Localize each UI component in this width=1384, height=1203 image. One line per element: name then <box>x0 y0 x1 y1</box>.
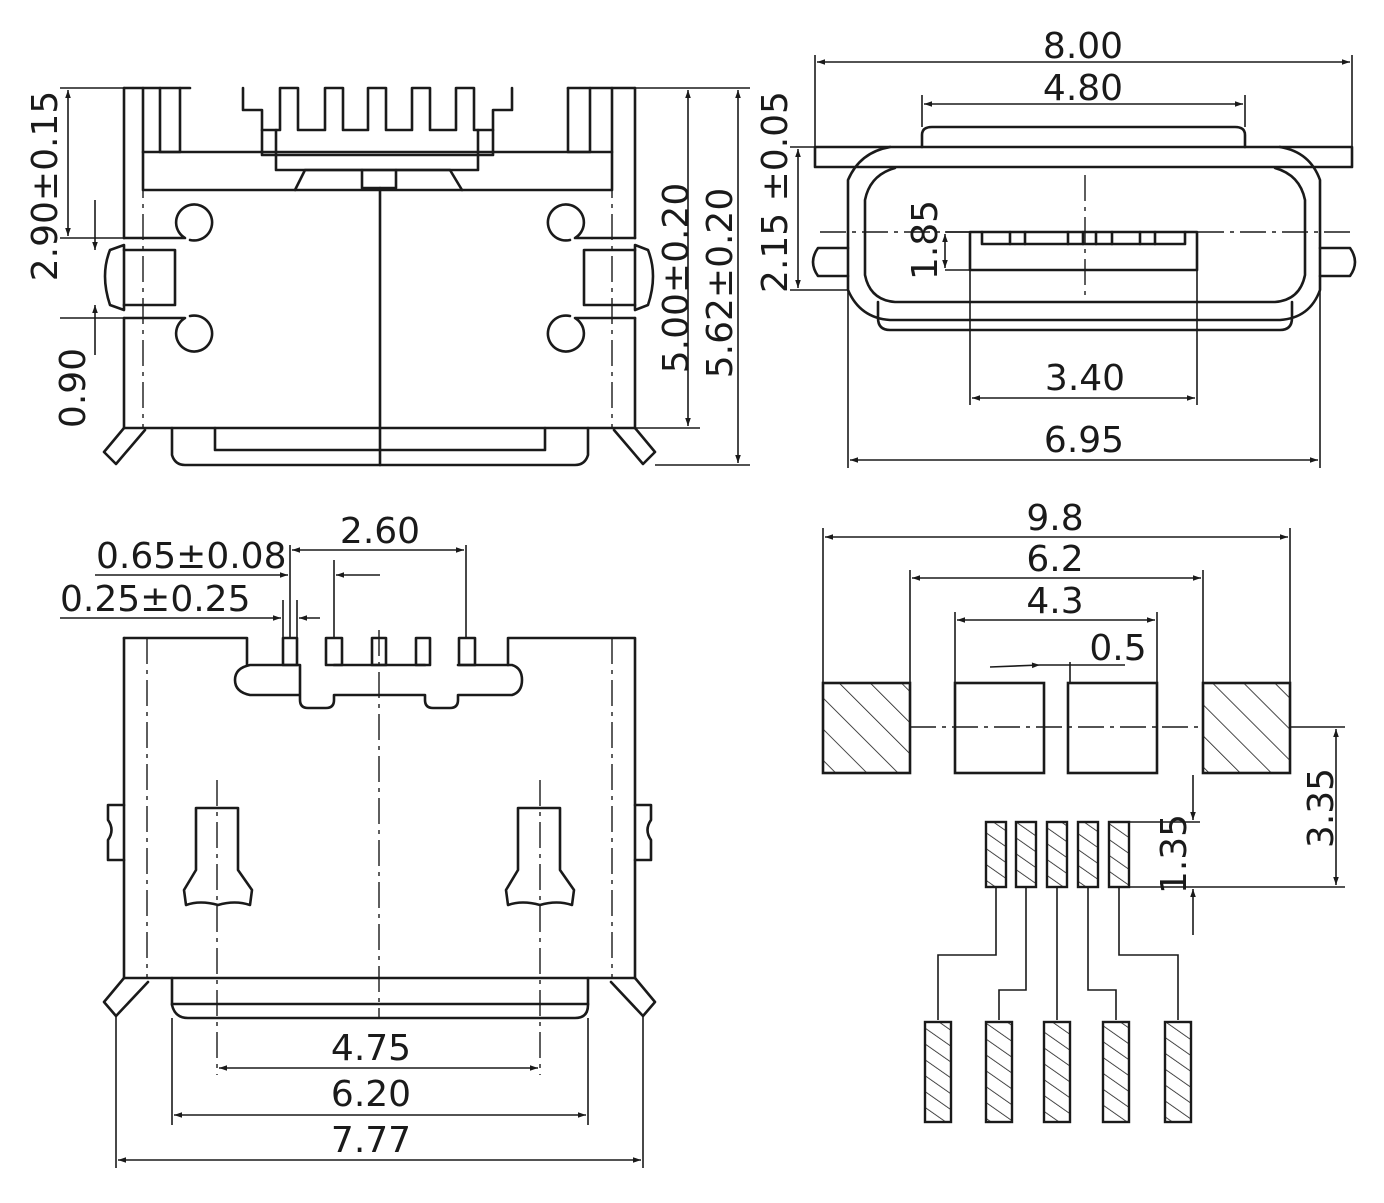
side-pins <box>241 86 514 467</box>
footprint-view: 9.8 6.2 4.3 0.5 3.35 1.35 <box>821 498 1345 1124</box>
side-dimensions: 2.90±0.15 0.90 5.00±0.20 5.62±0.20 <box>25 87 750 466</box>
dim-flange-width: 8.00 <box>1043 26 1123 67</box>
dim-footprint-pad-offset: 3.35 <box>1301 768 1342 848</box>
footprint-pads <box>821 681 1345 775</box>
footprint-dimensions: 9.8 6.2 4.3 0.5 3.35 1.35 <box>822 498 1345 935</box>
top-pegs <box>182 806 576 907</box>
top-centerlines <box>146 630 613 1075</box>
dim-peg-span: 4.75 <box>331 1028 411 1069</box>
dim-height: 5.00±0.20 <box>656 183 697 373</box>
dim-footprint-gap: 0.5 <box>1089 628 1146 669</box>
side-bottom <box>102 426 657 467</box>
footprint-pin-callouts <box>923 1020 1193 1124</box>
dim-front-width: 6.20 <box>331 1074 411 1115</box>
dim-pin-span: 2.60 <box>340 511 420 552</box>
dim-pin-width: 0.65±0.08 <box>96 536 286 577</box>
dim-opening-width: 3.40 <box>1045 358 1125 399</box>
dim-tab-height: 2.90±0.15 <box>25 91 66 281</box>
front-view: 8.00 4.80 2.15 ±0.05 1.85 3.40 6.95 <box>755 26 1357 468</box>
dim-tab-width: 0.90 <box>53 348 94 428</box>
dim-body-width: 6.95 <box>1044 420 1124 461</box>
dim-footprint-pin-length: 1.35 <box>1154 814 1195 894</box>
dim-top-width: 4.80 <box>1043 68 1123 109</box>
side-hold-tabs <box>103 203 655 353</box>
front-opening <box>820 175 1350 300</box>
dim-opening-height: 1.85 <box>905 200 946 280</box>
dim-pin-offset: 0.25±0.25 <box>60 579 250 620</box>
front-outline <box>811 125 1357 332</box>
top-dimensions: 0.65±0.08 2.60 0.25±0.25 4.75 6.20 7.77 <box>60 511 644 1168</box>
dim-footprint-inner: 6.2 <box>1026 539 1083 580</box>
front-dimensions: 8.00 4.80 2.15 ±0.05 1.85 3.40 6.95 <box>755 26 1353 468</box>
side-centerlines <box>142 88 613 428</box>
footprint-signal-pads <box>984 820 1131 889</box>
dim-overall-width: 7.77 <box>331 1120 411 1161</box>
dim-footprint-overall: 9.8 <box>1026 498 1083 539</box>
dim-footprint-center: 4.3 <box>1026 581 1083 622</box>
dim-flange-offset: 2.15 ±0.05 <box>755 91 796 293</box>
dim-overall-height: 5.62±0.20 <box>700 188 741 378</box>
footprint-pin-leaders <box>937 887 1179 1020</box>
top-view: 0.65±0.08 2.60 0.25±0.25 4.75 6.20 7.77 <box>60 511 657 1168</box>
side-view: 2.90±0.15 0.90 5.00±0.20 5.62±0.20 <box>25 86 750 467</box>
